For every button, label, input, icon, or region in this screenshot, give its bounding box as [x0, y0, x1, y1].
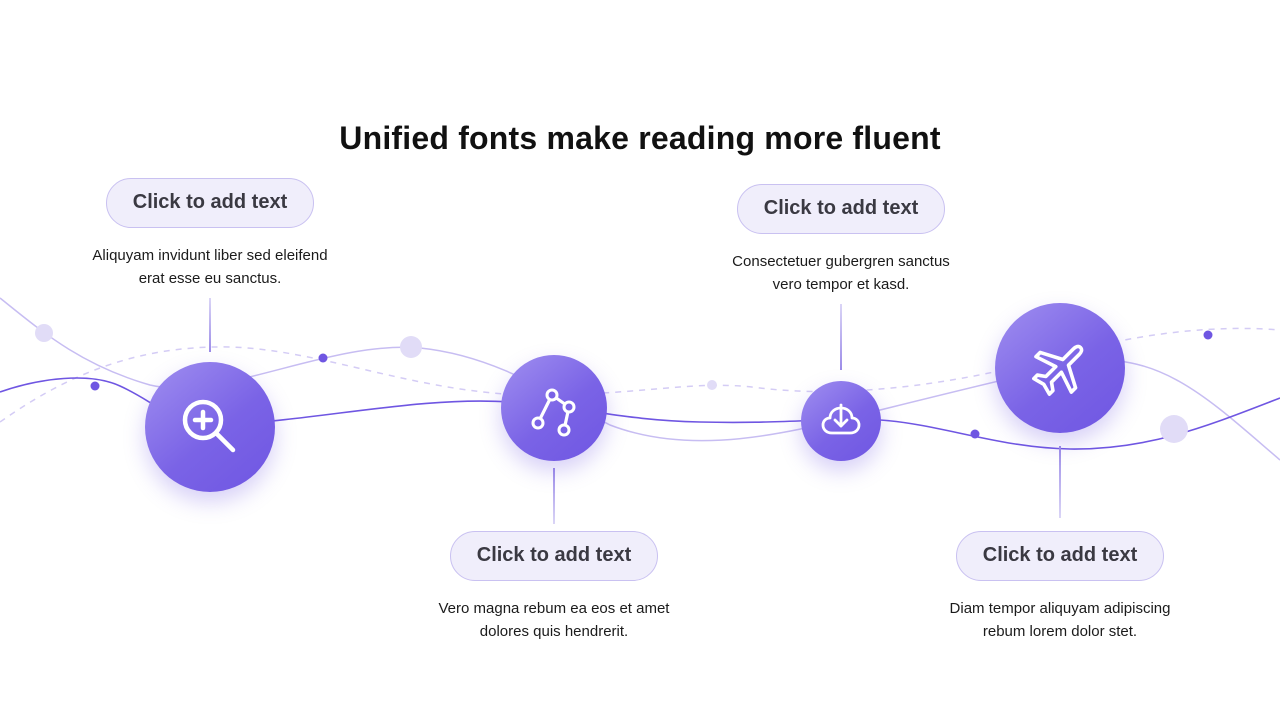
step-2-label-pill[interactable]: Click to add text: [450, 531, 658, 581]
connector-stem-4: [1059, 446, 1061, 518]
step-4-node: [995, 303, 1125, 433]
wave-dot: [970, 429, 980, 439]
step-1-description: Aliquyam invidunt liber sed eleifend era…: [70, 244, 350, 290]
step-1-description-line-2: erat esse eu sanctus.: [138, 270, 282, 287]
step-4-description: Diam tempor aliquyam adipiscing rebum lo…: [920, 597, 1200, 643]
step-2-description: Vero magna rebum ea eos et amet dolores …: [414, 597, 694, 643]
step-4-description-line-2: rebum lorem dolor stet.: [982, 623, 1138, 640]
connector-stem-2: [553, 468, 555, 524]
connector-stem-3: [840, 304, 842, 370]
wave-dot: [1203, 330, 1213, 340]
connector-stem-1: [209, 298, 211, 352]
step-2-node: [501, 355, 607, 461]
step-3-label-pill[interactable]: Click to add text: [737, 184, 945, 234]
step-2-description-line-1: Vero magna rebum ea eos et amet: [438, 600, 670, 617]
step-3-description-line-2: vero tempor et kasd.: [772, 276, 910, 293]
wave-dot: [400, 336, 422, 358]
wave-dot: [707, 380, 717, 390]
route-nodes-icon: [531, 388, 576, 437]
page-title: Unified fonts make reading more fluent: [339, 120, 941, 156]
step-1-label-pill[interactable]: Click to add text: [106, 178, 314, 228]
step-4-label-pill[interactable]: Click to add text: [956, 531, 1164, 581]
wave-dot: [90, 381, 100, 391]
cloud-download-icon: [821, 403, 861, 435]
step-3-node: [801, 381, 881, 461]
step-3-description: Consectetuer gubergren sanctus vero temp…: [701, 250, 981, 296]
step-4-description-line-1: Diam tempor aliquyam adipiscing: [949, 600, 1171, 617]
step-3-description-line-1: Consectetuer gubergren sanctus: [732, 253, 950, 270]
wave-dot: [318, 353, 328, 363]
airplane-icon: [1032, 344, 1084, 396]
step-1-description-line-1: Aliquyam invidunt liber sed eleifend: [92, 247, 328, 264]
wave-dot: [35, 324, 53, 342]
wave-dashed: [0, 327, 1280, 423]
wave-dot: [1160, 415, 1188, 443]
step-2-description-line-2: dolores quis hendrerit.: [479, 623, 629, 640]
step-1-node: [145, 362, 275, 492]
zoom-in-icon: [182, 399, 236, 453]
